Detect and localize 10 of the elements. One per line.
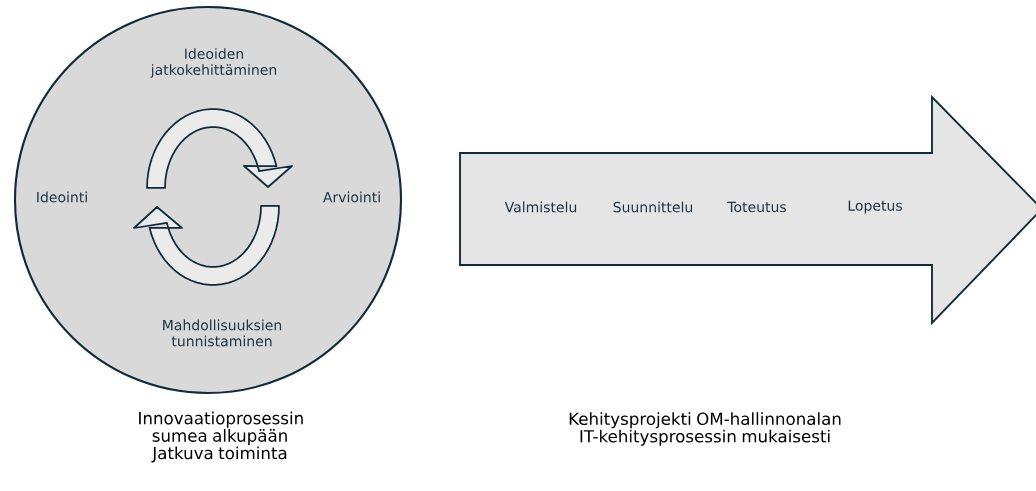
stage-label: Suunnittelu	[613, 201, 693, 213]
caption-text: Kehitysprojekti OM-hallinnonalan IT-kehitysprosessin mukaisesti	[569, 412, 841, 446]
stage-label: Lopetus	[848, 200, 902, 214]
stage-label: Toteutus	[727, 201, 786, 213]
stage-label: Mahdollisuuksien tunnistaminen	[163, 319, 282, 347]
stage-label: Arviointi	[323, 191, 380, 203]
stage-label: Ideoiden jatkokehittäminen	[150, 48, 277, 78]
stage-label: Valmistelu	[504, 201, 577, 213]
caption-text: Innovaatioprosessin sumea alkupään Jatkuva toiminta	[139, 411, 303, 463]
stage-label: Ideointi	[37, 191, 87, 203]
